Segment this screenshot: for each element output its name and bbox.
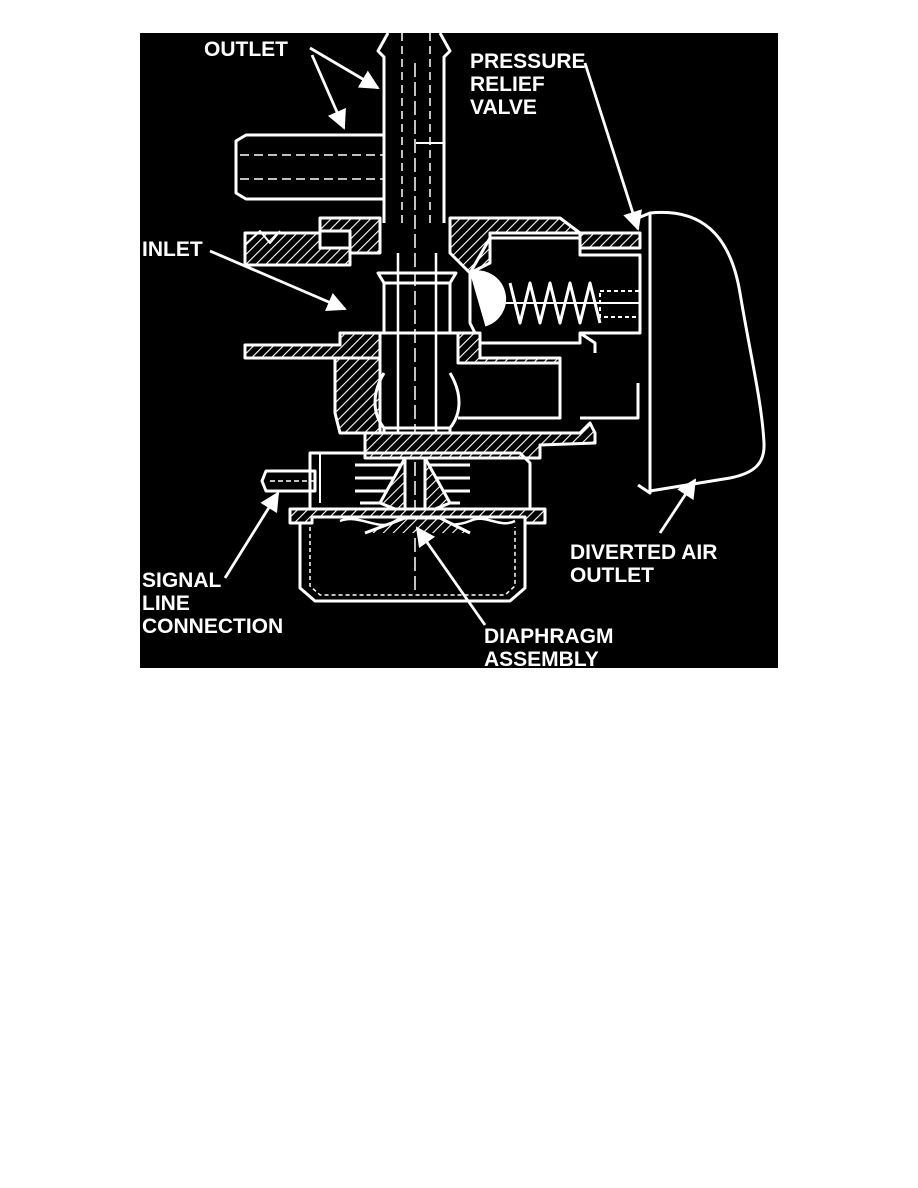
middle-housing xyxy=(243,331,382,360)
label-pressure-relief-valve: PRESSURE RELIEF VALVE xyxy=(470,50,586,119)
label-valve-line: VALVE xyxy=(470,96,537,119)
arrow-diaphragm xyxy=(415,526,487,626)
arrow-outlet-1 xyxy=(309,46,380,90)
arrow-diverted xyxy=(658,478,697,534)
valve-cross-section xyxy=(209,33,766,626)
label-diverted-air-line: DIVERTED AIR xyxy=(570,541,718,564)
diaphragm-upper-cap xyxy=(308,451,532,513)
arrow-outlet-2 xyxy=(310,54,346,130)
label-outlet: OUTLET xyxy=(204,38,288,61)
diaphragm-cup xyxy=(298,523,527,603)
diverted-air-housing xyxy=(637,211,652,495)
valve-diagram: OUTLET PRESSURE RELIEF VALVE INLET SIGNA… xyxy=(140,33,778,668)
label-outlet-text: OUTLET xyxy=(204,38,288,61)
label-inlet: INLET xyxy=(142,238,203,261)
label-outlet-line: OUTLET xyxy=(570,564,654,587)
label-diaphragm-line: DIAPHRAGM xyxy=(484,625,614,648)
flange xyxy=(288,507,547,525)
arrow-signal xyxy=(223,491,280,579)
label-inlet-text: INLET xyxy=(142,238,203,261)
check-ball xyxy=(373,372,461,430)
label-line-line: LINE xyxy=(142,592,190,615)
label-diaphragm-assembly: DIAPHRAGM ASSEMBLY xyxy=(484,625,614,668)
lower-housing xyxy=(363,421,597,460)
diaphragm-spring xyxy=(355,463,402,505)
label-relief-line: RELIEF xyxy=(470,73,545,96)
arrow-relief xyxy=(583,62,642,231)
label-signal-line: SIGNAL xyxy=(142,569,222,592)
horizontal-outlet-tube xyxy=(234,133,384,201)
vertical-outlet-tube xyxy=(376,33,390,223)
label-signal-line-connection: SIGNAL LINE CONNECTION xyxy=(142,569,283,638)
signal-nozzle xyxy=(260,469,317,493)
label-diverted-air-outlet: DIVERTED AIR OUTLET xyxy=(570,541,717,587)
arrow-inlet xyxy=(209,249,347,312)
label-pressure-line: PRESSURE xyxy=(470,50,586,73)
label-assembly-line: ASSEMBLY xyxy=(484,648,599,668)
label-connection-line: CONNECTION xyxy=(142,615,284,638)
